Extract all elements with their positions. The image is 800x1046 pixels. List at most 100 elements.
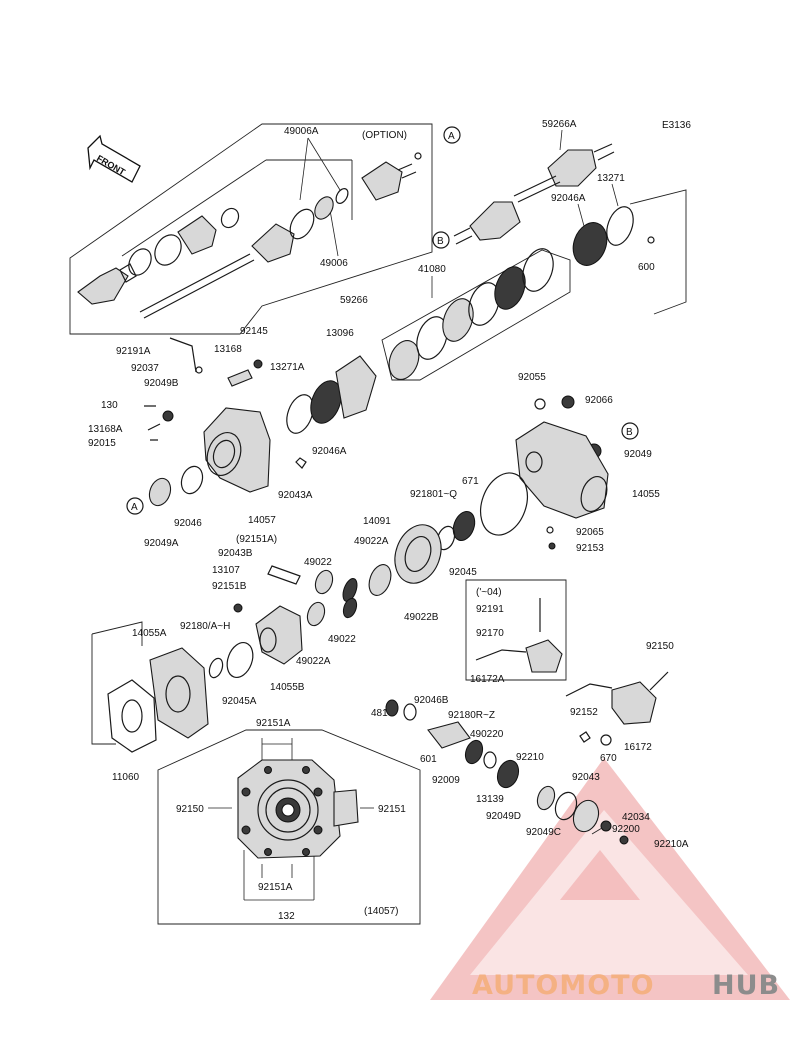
housing-front-view bbox=[237, 759, 359, 859]
label-92145: 92145 bbox=[240, 326, 268, 337]
bearing-14091 bbox=[452, 510, 476, 542]
bearing-601 bbox=[464, 739, 484, 765]
label-13168: 13168 bbox=[214, 344, 242, 355]
pin-13107 bbox=[267, 565, 301, 585]
label-41080: 41080 bbox=[418, 264, 446, 275]
seal-13271A bbox=[286, 394, 314, 434]
seal-92046 bbox=[180, 465, 204, 495]
label-11060: 11060 bbox=[112, 772, 140, 783]
front-arrow-icon: FRONT bbox=[87, 134, 141, 183]
flange-42034 bbox=[572, 799, 600, 833]
label-92055: 92055 bbox=[518, 372, 546, 383]
label-42034: 42034 bbox=[622, 812, 650, 823]
label-601: 601 bbox=[420, 754, 437, 765]
label-13271: 13271 bbox=[597, 173, 625, 184]
label-92049C: 92049C bbox=[526, 827, 561, 838]
label-59266A: 59266A bbox=[542, 119, 577, 130]
label-92037: 92037 bbox=[131, 363, 159, 374]
label-130: 130 bbox=[101, 400, 118, 411]
watermark-text-a: AUTOMOTO bbox=[472, 970, 655, 1001]
actuator-16172 bbox=[565, 671, 669, 725]
bearing-92046A-mid bbox=[310, 380, 342, 424]
label-14055B: 14055B bbox=[270, 682, 305, 693]
cover-frame bbox=[91, 621, 143, 745]
label-13271A: 13271A bbox=[270, 362, 305, 373]
gear-49022-top bbox=[314, 569, 334, 595]
o-ring-671 bbox=[480, 472, 528, 536]
label-49022B: 49022B bbox=[404, 612, 439, 623]
label-14055A: 14055A bbox=[132, 628, 167, 639]
label-13139: 13139 bbox=[476, 794, 504, 805]
label-92151: 92151 bbox=[378, 804, 406, 815]
label-92049D: 92049D bbox=[486, 811, 521, 822]
svg-text:A: A bbox=[448, 131, 455, 142]
housing-ref-label: (14057) bbox=[364, 906, 398, 917]
seal-13271 bbox=[606, 206, 634, 246]
label-92191A: 92191A bbox=[116, 346, 151, 357]
marker-a-top: A bbox=[443, 126, 461, 144]
svg-text:B: B bbox=[626, 427, 633, 438]
label-49022: 49022 bbox=[328, 634, 356, 645]
label-92065: 92065 bbox=[576, 527, 604, 538]
clutch-pack-frame bbox=[381, 249, 571, 381]
label-132: 132 bbox=[278, 911, 295, 922]
option-label: (OPTION) bbox=[362, 130, 407, 141]
label-671: 671 bbox=[462, 476, 479, 487]
label-92046B: 92046B bbox=[414, 695, 449, 706]
early-model-inset bbox=[465, 579, 567, 681]
front-axle-option-frame bbox=[69, 123, 433, 335]
label-92191: 92191 bbox=[476, 604, 504, 615]
label-13107: 13107 bbox=[212, 565, 240, 576]
marker-a-mid: A bbox=[126, 497, 144, 515]
o-ring-92055 bbox=[534, 398, 546, 410]
gear-49022 bbox=[306, 601, 326, 627]
cover-14055A bbox=[149, 647, 209, 739]
label-92046: 92046 bbox=[174, 518, 202, 529]
diff-case-14055B bbox=[255, 605, 303, 665]
label-92151B: 92151B bbox=[212, 581, 247, 592]
rear-drive-shaft bbox=[453, 143, 615, 245]
front-drive-shaft-assembly bbox=[77, 152, 422, 319]
label-49022-top: 49022 bbox=[304, 557, 332, 568]
hose-92191A bbox=[169, 337, 197, 373]
label-14055: 14055 bbox=[632, 489, 660, 500]
seal-92066 bbox=[561, 395, 575, 409]
early-model-label: ('~04) bbox=[476, 587, 502, 598]
label-16172: 16172 bbox=[624, 742, 652, 753]
clutch-plates bbox=[388, 248, 554, 380]
front-gear-case-14057 bbox=[203, 407, 271, 493]
actuator-16172A bbox=[475, 639, 563, 673]
nut-92210A bbox=[619, 835, 629, 845]
label-49022A-top: 49022A bbox=[354, 536, 389, 547]
label-49022A: 49022A bbox=[296, 656, 331, 667]
label-14091: 14091 bbox=[363, 516, 391, 527]
label-490220: 490220 bbox=[470, 729, 504, 740]
watermark-text-b: HUB bbox=[712, 970, 780, 1001]
label-92153: 92153 bbox=[576, 543, 604, 554]
label-92150-left: 92150 bbox=[176, 804, 204, 815]
label-59266: 59266 bbox=[340, 295, 368, 306]
label-670: 670 bbox=[600, 753, 617, 764]
label-92180AH: 92180/A~H bbox=[180, 621, 230, 632]
seal-92049A bbox=[148, 477, 172, 507]
label-92151A-paren: (92151A) bbox=[236, 534, 277, 545]
seal-92009 bbox=[496, 759, 520, 789]
seal-92049B bbox=[162, 410, 174, 422]
marker-b-top: B bbox=[432, 231, 450, 249]
label-92151A-top: 92151A bbox=[256, 718, 291, 729]
rear-housing-14055 bbox=[515, 421, 609, 519]
ring-gear-14091 bbox=[394, 524, 442, 584]
label-92066: 92066 bbox=[585, 395, 613, 406]
label-481: 481 bbox=[371, 708, 388, 719]
label-49006: 49006 bbox=[320, 258, 348, 269]
housing-view-frame bbox=[157, 729, 421, 925]
svg-text:A: A bbox=[131, 502, 138, 513]
label-600: 600 bbox=[638, 262, 655, 273]
label-92045: 92045 bbox=[449, 567, 477, 578]
label-92045A: 92045A bbox=[222, 696, 257, 707]
label-92210A: 92210A bbox=[654, 839, 689, 850]
label-92210: 92210 bbox=[516, 752, 544, 763]
label-92043B: 92043B bbox=[218, 548, 253, 559]
label-92009: 92009 bbox=[432, 775, 460, 786]
